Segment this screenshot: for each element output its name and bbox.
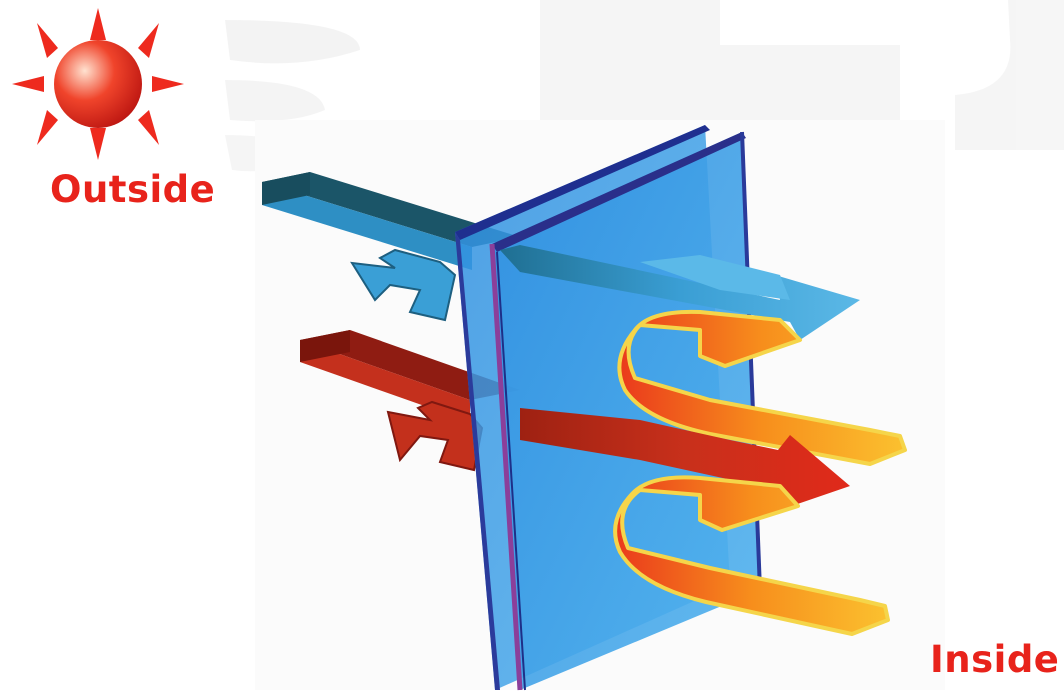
sun-icon <box>12 8 184 160</box>
outside-label: Outside <box>50 168 215 211</box>
inside-label: Inside <box>930 638 1059 681</box>
